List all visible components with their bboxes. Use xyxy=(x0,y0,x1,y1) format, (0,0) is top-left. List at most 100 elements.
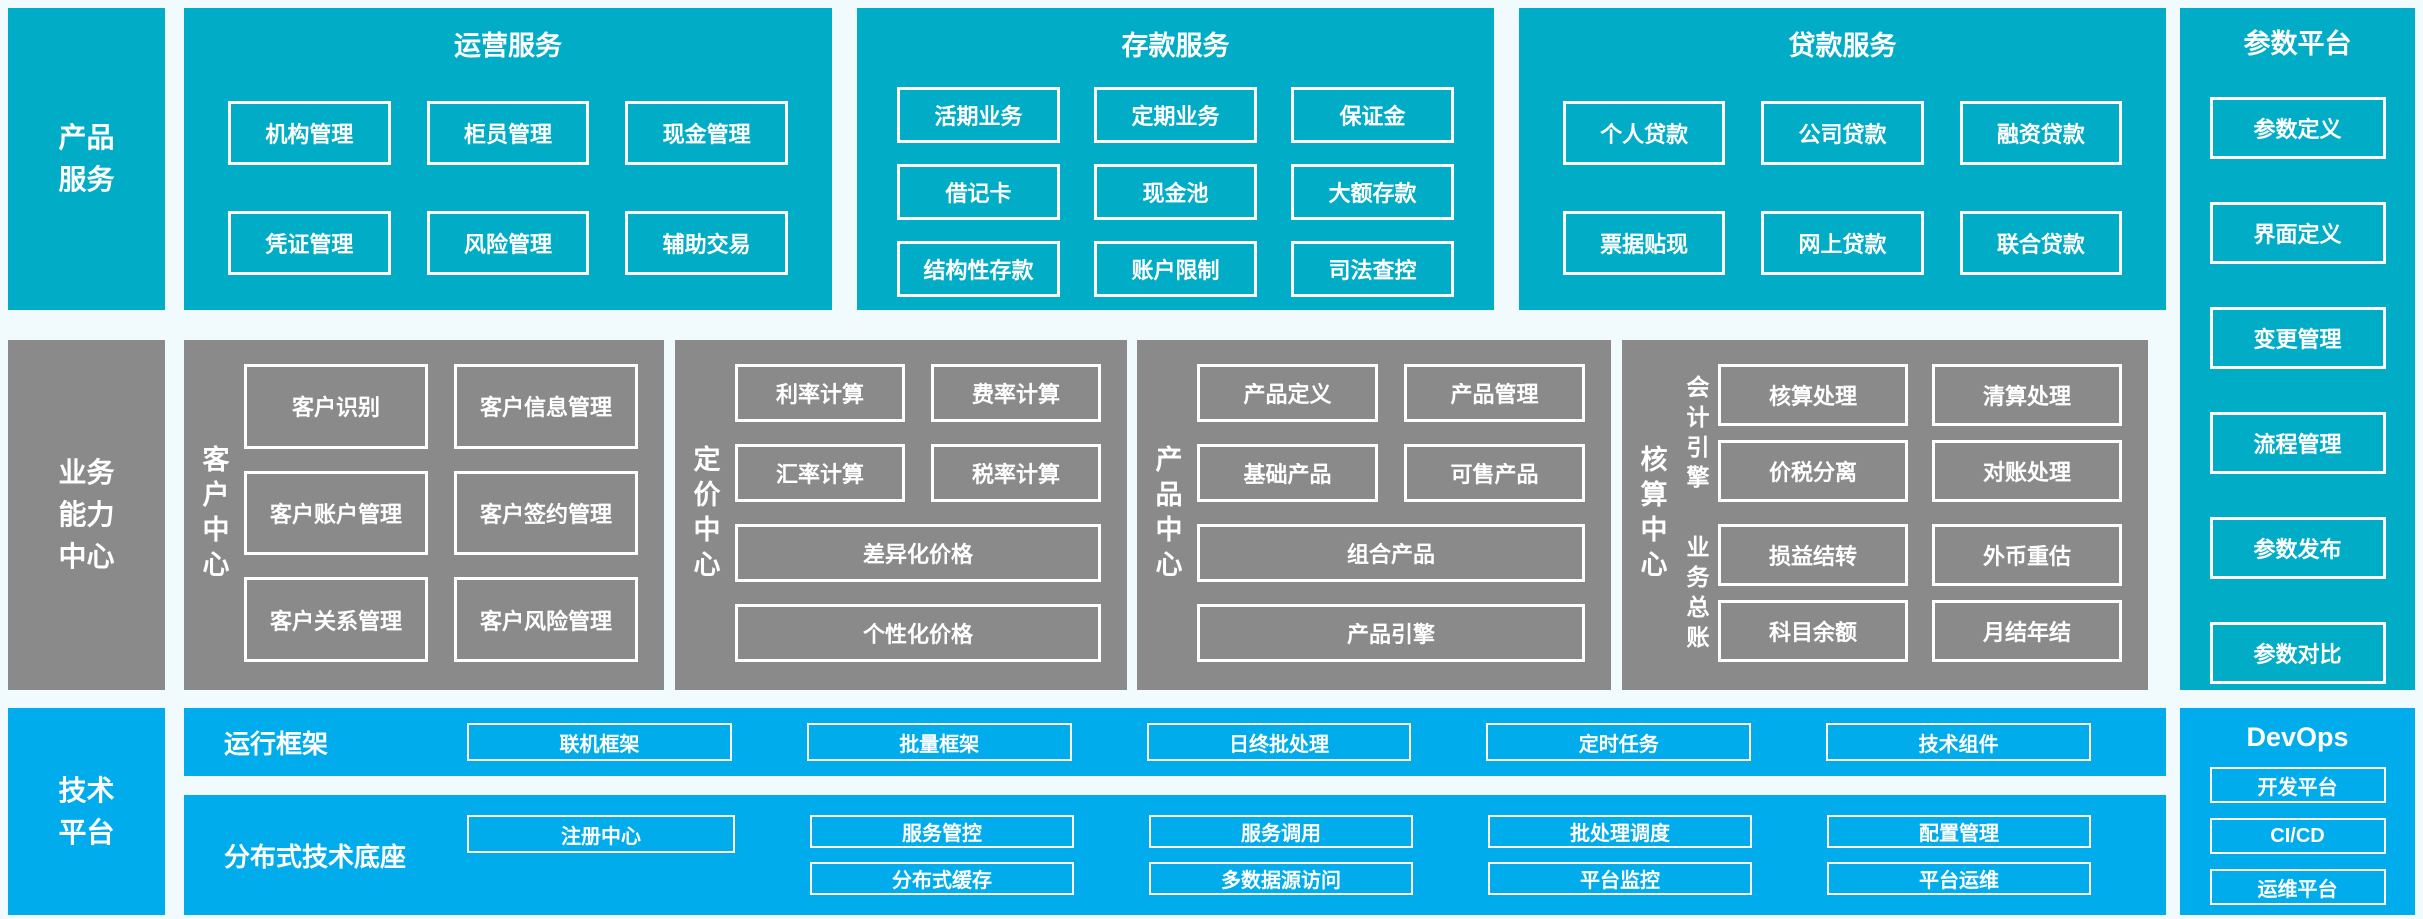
center-vertical-label: 客 户 中 心 xyxy=(202,444,230,581)
center-vertical-label: 产 品 中 心 xyxy=(1155,444,1183,581)
module-box: 网上贷款 xyxy=(1761,211,1924,275)
section-title: DevOps xyxy=(2246,722,2349,752)
module-column: 服务调用 多数据源访问 xyxy=(1149,815,1413,895)
module-box: 日终批处理 xyxy=(1146,723,1412,761)
operations-modules: 机构管理柜员管理现金管理凭证管理风险管理辅助交易 xyxy=(184,63,832,275)
module-box: 票据贴现 xyxy=(1563,211,1726,275)
module-box: 清算处理 xyxy=(1932,364,2122,426)
module-box: 风险管理 xyxy=(426,211,590,275)
module-box: 界面定义 xyxy=(2209,202,2386,264)
module-box: 科目余额 xyxy=(1718,600,1908,662)
module-box: 核算处理 xyxy=(1718,364,1908,426)
section-loan-services: 贷款服务 个人贷款公司贷款融资贷款票据贴现网上贷款联合贷款 xyxy=(1519,8,2166,310)
rail-product-services: 产品 服务 xyxy=(8,8,165,310)
group-vertical-label: 业 务 总 账 xyxy=(1686,534,1710,650)
module-box: 定期业务 xyxy=(1094,87,1257,143)
module-box: 汇率计算 xyxy=(735,444,905,502)
module-box: 服务调用 xyxy=(1149,815,1413,848)
module-box: 多数据源访问 xyxy=(1149,862,1413,895)
module-box: 账户限制 xyxy=(1094,241,1257,297)
section-title: 存款服务 xyxy=(1121,31,1230,61)
module-box: 公司贷款 xyxy=(1761,101,1924,165)
business-ledger-modules: 损益结转外币重估科目余额月结年结 xyxy=(1718,524,2122,662)
module-box: 基础产品 xyxy=(1197,444,1378,502)
module-box: 大额存款 xyxy=(1291,164,1454,220)
module-box: 对账处理 xyxy=(1932,440,2122,502)
registry-center-box: 注册中心 xyxy=(467,815,735,853)
module-box: 参数发布 xyxy=(2209,517,2386,579)
module-box: 辅助交易 xyxy=(625,211,788,275)
module-box: 联合贷款 xyxy=(1959,211,2122,275)
module-box: 客户关系管理 xyxy=(244,577,428,662)
module-box: 价税分离 xyxy=(1718,440,1908,502)
center-vertical-label: 定 价 中 心 xyxy=(693,444,721,581)
module-box: 可售产品 xyxy=(1404,444,1585,502)
module-box: 月结年结 xyxy=(1932,600,2122,662)
module-box: 产品引擎 xyxy=(1197,604,1585,662)
module-box: 客户签约管理 xyxy=(454,470,638,556)
module-box: 产品管理 xyxy=(1404,364,1585,422)
module-box: 流程管理 xyxy=(2209,412,2386,474)
module-box: 保证金 xyxy=(1291,87,1454,143)
section-title: 运营服务 xyxy=(454,31,562,61)
module-box: 变更管理 xyxy=(2209,307,2386,369)
customer-modules: 客户识别客户信息管理客户账户管理客户签约管理客户关系管理客户风险管理 xyxy=(244,364,638,662)
product-modules: 产品定义产品管理基础产品可售产品 组合产品 产品引擎 xyxy=(1197,364,1585,662)
module-box: 费率计算 xyxy=(931,364,1101,422)
loan-modules: 个人贷款公司贷款融资贷款票据贴现网上贷款联合贷款 xyxy=(1519,63,2166,275)
module-box: 服务管控 xyxy=(810,815,1074,848)
module-box: 平台运维 xyxy=(1827,862,2091,895)
section-title: 贷款服务 xyxy=(1788,31,1897,61)
center-vertical-label: 核 算 中 心 xyxy=(1640,444,1668,581)
section-accounting-center: 核 算 中 心 会 计 引 擎 核算处理清算处理价税分离对账处理 业 务 总 账… xyxy=(1622,340,2148,690)
module-box: 分布式缓存 xyxy=(810,862,1074,895)
rail-tech-platform: 技术 平台 xyxy=(8,708,165,915)
business-ledger-group: 业 务 总 账 损益结转外币重估科目余额月结年结 xyxy=(1678,524,2122,662)
module-box: 凭证管理 xyxy=(228,211,391,275)
module-box: 个性化价格 xyxy=(735,604,1101,662)
module-box: 机构管理 xyxy=(228,101,391,165)
module-box: 客户信息管理 xyxy=(454,364,638,449)
module-box: 批量框架 xyxy=(806,723,1072,761)
section-pricing-center: 定 价 中 心 利率计算费率计算汇率计算税率计算 差异化价格 个性化价格 xyxy=(675,340,1127,690)
module-box: 技术组件 xyxy=(1826,723,2091,761)
band-label: 分布式技术底座 xyxy=(224,841,407,872)
module-box: 运维平台 xyxy=(2209,869,2386,905)
deposit-modules: 活期业务定期业务保证金借记卡现金池大额存款结构性存款账户限制司法查控 xyxy=(857,63,1494,297)
module-box: 现金池 xyxy=(1094,164,1257,220)
section-customer-center: 客 户 中 心 客户识别客户信息管理客户账户管理客户签约管理客户关系管理客户风险… xyxy=(184,340,664,690)
module-box: CI/CD xyxy=(2209,818,2386,854)
module-box: 配置管理 xyxy=(1827,815,2091,848)
module-box: 客户风险管理 xyxy=(454,577,638,662)
module-column: 配置管理 平台运维 xyxy=(1827,815,2091,895)
module-box: 现金管理 xyxy=(625,101,788,165)
module-box: 外币重估 xyxy=(1932,524,2122,586)
accounting-engine-group: 会 计 引 擎 核算处理清算处理价税分离对账处理 xyxy=(1678,364,2122,502)
rail-business-capability: 业务 能力 中心 xyxy=(8,340,165,690)
accounting-engine-modules: 核算处理清算处理价税分离对账处理 xyxy=(1718,364,2122,502)
distributed-modules: 注册中心 服务管控 分布式缓存 服务调用 多数据源访问 批处理调度 平台监控 配… xyxy=(467,815,2091,895)
band-runtime-framework: 运行框架 联机框架 批量框架 日终批处理 定时任务 技术组件 xyxy=(184,708,2166,776)
section-product-center: 产 品 中 心 产品定义产品管理基础产品可售产品 组合产品 产品引擎 xyxy=(1137,340,1611,690)
module-box: 联机框架 xyxy=(467,723,732,761)
module-box: 参数对比 xyxy=(2209,622,2386,684)
module-box: 差异化价格 xyxy=(735,524,1101,582)
module-column: 批处理调度 平台监控 xyxy=(1488,815,1752,895)
module-box: 客户识别 xyxy=(244,364,428,449)
band-distributed-base: 分布式技术底座 注册中心 服务管控 分布式缓存 服务调用 多数据源访问 批处理调… xyxy=(184,795,2166,915)
module-box: 借记卡 xyxy=(897,164,1060,220)
section-operations-services: 运营服务 机构管理柜员管理现金管理凭证管理风险管理辅助交易 xyxy=(184,8,832,310)
module-box: 融资贷款 xyxy=(1959,101,2122,165)
module-box: 柜员管理 xyxy=(426,101,590,165)
module-box: 批处理调度 xyxy=(1488,815,1752,848)
section-title: 参数平台 xyxy=(2243,29,2352,59)
band-label: 运行框架 xyxy=(224,728,329,759)
module-box: 产品定义 xyxy=(1197,364,1378,422)
module-box: 结构性存款 xyxy=(897,241,1060,297)
module-box: 定时任务 xyxy=(1486,723,1752,761)
module-box: 客户账户管理 xyxy=(244,470,428,556)
module-box: 活期业务 xyxy=(897,87,1060,143)
section-deposit-services: 存款服务 活期业务定期业务保证金借记卡现金池大额存款结构性存款账户限制司法查控 xyxy=(857,8,1494,310)
module-column: 服务管控 分布式缓存 xyxy=(810,815,1074,895)
